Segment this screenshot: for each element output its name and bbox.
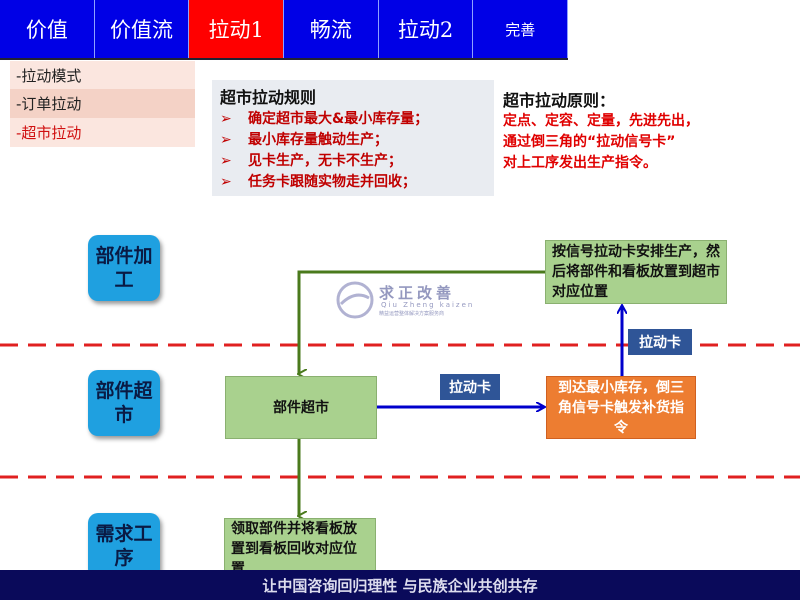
rule-item: ➢确定超市最大&最小库存量； [220,109,486,130]
arrow-bullet-icon: ➢ [220,111,232,127]
pull-card-label: 拉动卡 [628,329,692,355]
tab-value-stream[interactable]: 价值流 [95,0,190,58]
tab-pull-1[interactable]: 拉动1 [189,0,285,58]
principle-line: 通过倒三角的“拉动信号卡” [503,134,676,150]
rules-title: 超市拉动规则 [220,88,317,107]
sidebar-item-order-pull[interactable]: -订单拉动 [10,89,195,118]
demand-box: 领取部件并将看板放置到看板回收对应位置 [224,518,376,580]
logo-tagline: 精益运营整体解决方案服务商 [379,311,445,317]
principle-title: 超市拉动原则： [503,91,616,110]
tab-pull-2[interactable]: 拉动2 [379,0,474,58]
logo-name: 求正改善 [379,284,456,302]
principle-line: 定点、定容、定量，先进先出， [503,113,699,129]
footer-slogan: 让中国咨询回归理性 与民族企业共创共存 [0,570,800,600]
lane-demand-process: 需求工序 [88,513,160,579]
company-logo: 求正改善 Qiu Zheng kaizen 精益运营整体解决方案服务商 [335,280,480,325]
tab-perfect[interactable]: 完善 [473,0,569,58]
arrow-bullet-icon: ➢ [220,153,232,169]
return-flow-arrow [299,270,545,374]
principle-block: 超市拉动原则： 定点、定容、定量，先进先出， 通过倒三角的“拉动信号卡” 对上工… [503,87,793,174]
arrow-bullet-icon: ➢ [220,174,232,190]
rule-item: ➢见卡生产，无卡不生产； [220,151,486,172]
principle-line: 对上工序发出生产指令。 [503,155,657,171]
sidebar-item-supermarket-pull[interactable]: -超市拉动 [10,118,195,147]
production-box: 按信号拉动卡安排生产，然后将部件和看板放置到超市对应位置 [545,240,727,304]
tab-value[interactable]: 价值 [0,0,95,58]
logo-latin: Qiu Zheng kaizen [381,301,475,309]
rule-item: ➢最小库存量触动生产； [220,130,486,151]
lane-part-supermarket: 部件超市 [88,370,160,436]
supermarket-box: 部件超市 [225,376,377,439]
lane-part-processing: 部件加工 [88,235,160,301]
top-nav: 价值 价值流 拉动1 畅流 拉动2 完善 [0,0,569,60]
handshake-logo-icon [336,281,374,319]
rule-item: ➢任务卡跟随实物走并回收； [220,172,486,193]
rules-box: 超市拉动规则 ➢确定超市最大&最小库存量； ➢最小库存量触动生产； ➢见卡生产，… [212,80,494,196]
tab-flow[interactable]: 畅流 [284,0,379,58]
pull-card-label: 拉动卡 [440,374,500,400]
sidebar-item-pull-mode[interactable]: -拉动模式 [10,61,195,90]
trigger-box: 到达最小库存，倒三角信号卡触发补货指令 [546,376,696,439]
arrow-bullet-icon: ➢ [220,132,232,148]
